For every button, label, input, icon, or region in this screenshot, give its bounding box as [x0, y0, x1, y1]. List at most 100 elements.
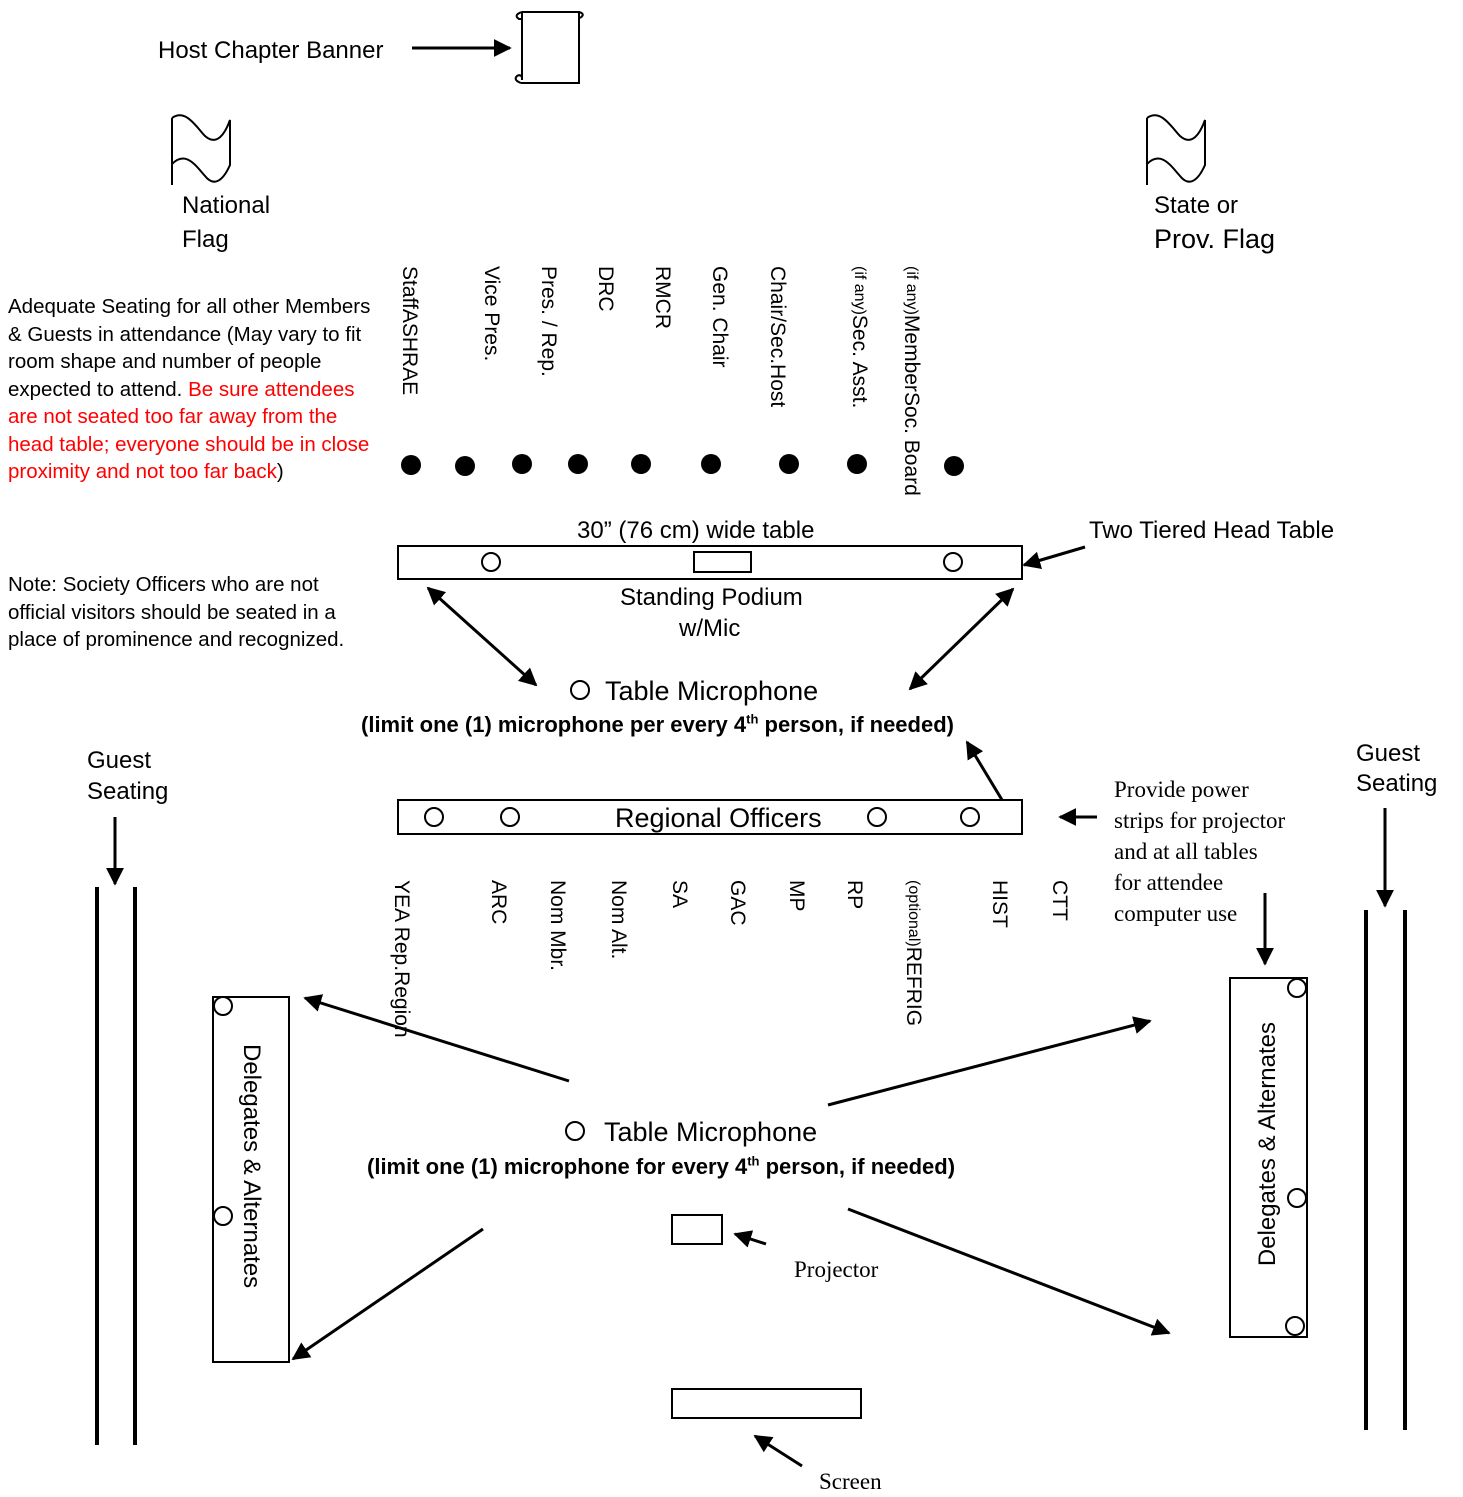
arrow-projector	[733, 1230, 767, 1248]
guest-seating-right-line2: Seating	[1356, 770, 1438, 797]
seat-dot	[701, 454, 721, 474]
mic-limit-2-sup: th	[747, 1153, 760, 1169]
seat-label-sec-asst: (if any)Sec. Asst.	[848, 266, 871, 409]
seat-label-vice-pres: Vice Pres.	[480, 266, 503, 362]
regional-mic	[500, 807, 520, 827]
regional-mic	[960, 807, 980, 827]
seat-label-line: YEA Rep.	[390, 880, 413, 972]
seat-dot	[401, 455, 421, 475]
seat-label-refrig: (optional)REFRIG	[902, 880, 925, 1027]
national-flag-label-line1: National	[182, 192, 271, 219]
seat-label-line: Member	[900, 314, 923, 392]
national-flag-label-line2: Flag	[182, 226, 229, 253]
screen-box	[671, 1388, 862, 1419]
mic-limit-1-text: (limit one (1) microphone per every 4	[361, 712, 747, 737]
seat-label-arc: ARC	[487, 880, 510, 925]
seat-label-rmcr: RMCR	[651, 266, 674, 329]
regional-mic	[867, 807, 887, 827]
arrow-delegates-right-down	[847, 1207, 1171, 1336]
guest-seating-left-line2: Seating	[87, 778, 169, 805]
head-table-mic	[943, 552, 963, 572]
regional-officers-table	[397, 799, 1023, 835]
seat-label-mp: MP	[785, 880, 808, 912]
two-tiered-label: Two Tiered Head Table	[1089, 517, 1335, 544]
arrow-delegates-left-up	[303, 994, 570, 1083]
seat-label-line: (if any)	[851, 266, 868, 315]
arrow-delegates-right-up	[827, 1016, 1152, 1107]
seat-label-region-yea: YEA Rep.Region	[390, 880, 413, 1038]
national-flag-icon	[171, 114, 231, 185]
head-table	[397, 545, 1023, 580]
guest-seating-right-line1: Guest	[1356, 740, 1421, 767]
seat-label-nom-mbr: Nom Mbr.	[546, 880, 569, 972]
seat-label-line: REFRIG	[902, 946, 925, 1027]
seat-label-host-chair: Chair/Sec.Host	[766, 266, 789, 408]
seat-label-line: Sec. Asst.	[848, 314, 871, 409]
seat-dot	[944, 456, 964, 476]
seating-note-text: Adequate Seating for all other Members &…	[8, 295, 371, 401]
arrow-delegates-left-down	[291, 1227, 484, 1361]
seat-dot	[779, 454, 799, 474]
arrow-head-right	[908, 587, 1015, 691]
guest-seating-left-line1: Guest	[87, 747, 152, 774]
power-strips-line3: and at all tables	[1114, 839, 1258, 864]
seat-label-ashrae-staff: StaffASHRAE	[398, 266, 421, 396]
seat-label-rp: RP	[843, 880, 866, 910]
seat-dot	[631, 454, 651, 474]
state-flag-icon	[1146, 114, 1206, 185]
arrow-two-tiered	[1022, 545, 1086, 570]
mic-limit-2-end: person, if needed)	[759, 1154, 956, 1179]
projector-label: Projector	[794, 1257, 879, 1282]
seat-dot	[847, 454, 867, 474]
seat-label-line: Host	[766, 364, 789, 408]
power-strips-line1: Provide power	[1114, 777, 1249, 802]
delegates-table-right	[1229, 977, 1308, 1338]
table-width-label: 30” (76 cm) wide table	[577, 517, 815, 544]
state-flag-label-line1: State or	[1154, 192, 1239, 219]
seating-note-warning: Be sure attendees are not seated too far…	[8, 377, 370, 484]
mic-limit-1-end: person, if needed)	[758, 712, 954, 737]
seat-label-sa: SA	[668, 880, 691, 909]
table-mic-2-circle	[565, 1121, 585, 1141]
banner-scroll-icon	[514, 11, 584, 84]
power-strips-line5: computer use	[1114, 901, 1238, 926]
podium-label-line2: w/Mic	[679, 615, 741, 642]
mic-limit-2-text: (limit one (1) microphone for every 4	[367, 1154, 748, 1179]
seat-label-ctt: CTT	[1048, 880, 1071, 921]
seat-label-nom-alt: Nom Alt.	[607, 880, 630, 960]
table-mic-1-label: Table Microphone	[605, 676, 819, 706]
screen-label: Screen	[819, 1469, 882, 1494]
seat-label-line: (optional)	[905, 880, 922, 947]
seat-label-gen-chair: Gen. Chair	[708, 266, 731, 368]
seat-label-line: Region	[390, 971, 413, 1038]
seat-label-line: ASHRAE	[398, 308, 421, 396]
mic-limit-1: (limit one (1) microphone per every 4th …	[361, 710, 954, 739]
podium	[693, 551, 752, 573]
seat-label-soc-board: (if any)MemberSoc. Board	[900, 266, 923, 496]
seating-note: Adequate Seating for all other Members &…	[8, 293, 378, 486]
host-banner-label: Host Chapter Banner	[158, 37, 384, 64]
power-strips-line4: for attendee	[1114, 870, 1224, 895]
seating-note-close: )	[276, 460, 284, 483]
head-table-mic	[481, 552, 501, 572]
delegates-table-left	[212, 996, 290, 1363]
table-mic-1-circle	[570, 680, 590, 700]
seat-label-pres-rep: Pres. / Rep.	[537, 266, 560, 377]
power-strips-line2: strips for projector	[1114, 808, 1286, 833]
regional-mic	[424, 807, 444, 827]
seat-label-line: Soc. Board	[900, 391, 923, 496]
seat-label-gac: GAC	[726, 880, 749, 926]
seat-dot	[512, 454, 532, 474]
seat-label-hist: HIST	[988, 880, 1011, 928]
regional-officers-label: Regional Officers	[615, 803, 822, 833]
head-table-seat-dots	[401, 454, 964, 476]
seat-label-line: (if any)	[903, 266, 920, 315]
mic-limit-2: (limit one (1) microphone for every 4th …	[367, 1152, 955, 1181]
delegates-label-left: Delegates & Alternates	[238, 1044, 265, 1289]
podium-label-line1: Standing Podium	[620, 584, 803, 611]
officers-note: Note: Society Officers who are not offic…	[8, 573, 345, 651]
seat-label-line: Staff	[398, 266, 421, 309]
arrow-head-left	[426, 586, 538, 687]
